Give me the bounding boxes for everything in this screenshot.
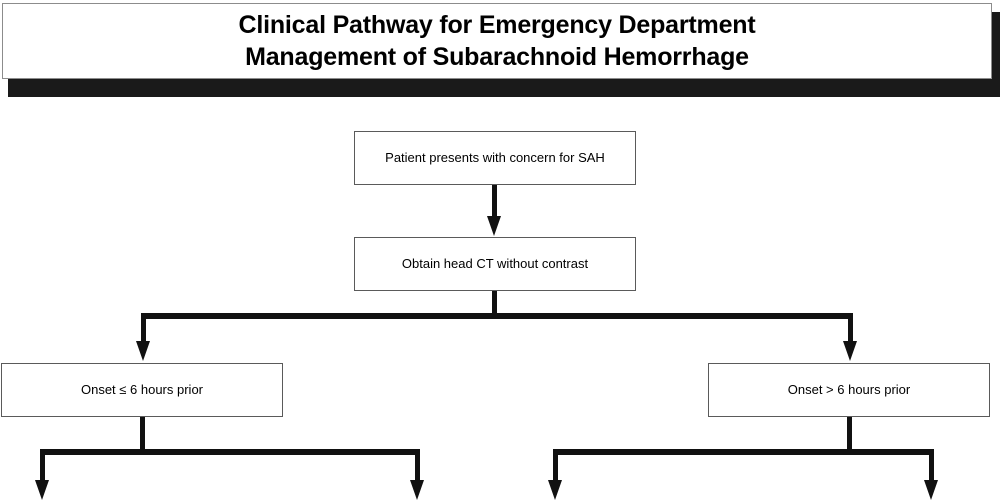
arrowhead-sah-to-ct [487,216,501,236]
page-title-line-2: Management of Subarachnoid Hemorrhage [245,43,749,71]
arrowhead-onset-gt-right [924,480,938,500]
node-onset-le-6-hours-label: Onset ≤ 6 hours prior [80,382,204,398]
connector-onset-gt-left-drop [553,449,558,482]
arrowhead-ct-to-onset-gt [843,341,857,361]
title-banner: Clinical Pathway for Emergency Departmen… [2,3,992,79]
arrowhead-onset-le-left [35,480,49,500]
connector-sah-to-ct-stem [492,185,497,218]
connector-ct-split-bar [141,313,853,319]
node-patient-presents[interactable]: Patient presents with concern for SAH [354,131,636,185]
connector-onset-gt-split-bar [553,449,934,455]
connector-onset-le-trunk [140,417,145,455]
connector-onset-le-left-drop [40,449,45,482]
connector-onset-le-right-drop [415,449,420,482]
node-onset-le-6-hours[interactable]: Onset ≤ 6 hours prior [1,363,283,417]
arrowhead-onset-le-right [410,480,424,500]
arrowhead-onset-gt-left [548,480,562,500]
page-title-line-1: Clinical Pathway for Emergency Departmen… [238,11,756,39]
connector-ct-split-right-drop [848,313,853,343]
node-obtain-head-ct[interactable]: Obtain head CT without contrast [354,237,636,291]
connector-onset-le-split-bar [40,449,420,455]
connector-onset-gt-right-drop [929,449,934,482]
node-patient-presents-label: Patient presents with concern for SAH [385,150,605,166]
connector-ct-trunk [492,291,497,317]
arrowhead-ct-to-onset-le [136,341,150,361]
node-onset-gt-6-hours-label: Onset > 6 hours prior [787,382,911,398]
connector-onset-gt-trunk [847,417,852,455]
node-obtain-head-ct-label: Obtain head CT without contrast [401,256,589,272]
node-onset-gt-6-hours[interactable]: Onset > 6 hours prior [708,363,990,417]
connector-ct-split-left-drop [141,313,146,343]
